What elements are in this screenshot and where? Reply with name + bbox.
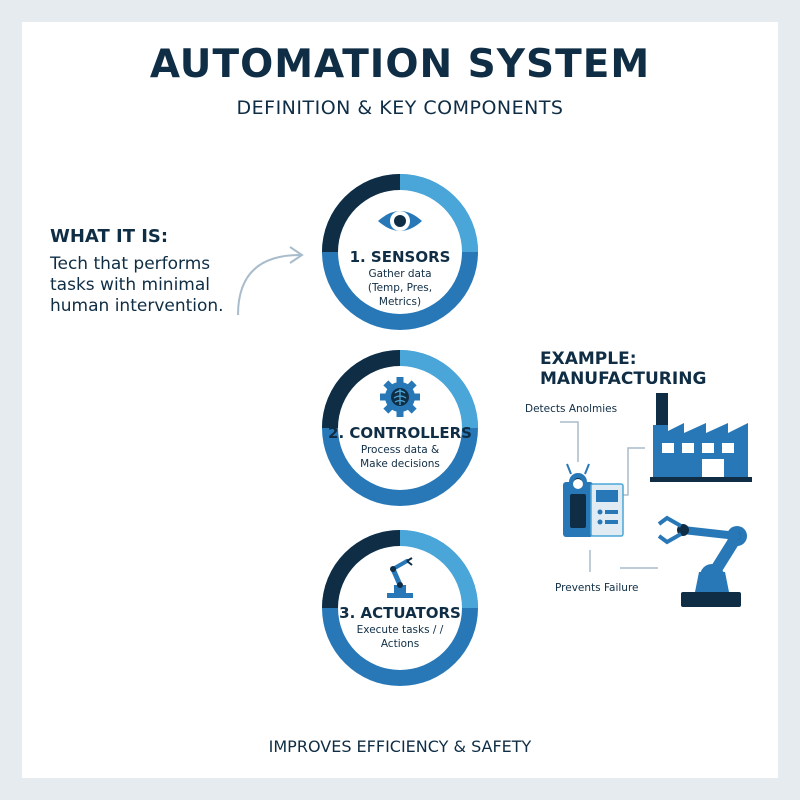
prevents-label: Prevents Failure: [555, 582, 639, 594]
sensors-ring: [322, 174, 478, 330]
actuators-desc: Execute tasks / / Actions: [356, 624, 444, 650]
eye-icon: [378, 211, 422, 231]
connector-lines: [560, 421, 658, 572]
controllers-component: 2. CONTROLLERS Process data & Make decis…: [320, 348, 480, 508]
robot-arm-icon: [387, 557, 413, 598]
sensors-title: 1. SENSORS: [349, 248, 451, 266]
controllers-desc: Process data & Make decisions: [360, 444, 440, 470]
actuators-component: 3. ACTUATORS Execute tasks / / Actions: [320, 528, 480, 688]
page-subtitle: DEFINITION & KEY COMPONENTS: [236, 97, 564, 119]
curved-arrow-icon: [237, 246, 304, 316]
gear-brain-icon: [380, 377, 420, 417]
detects-label: Detects Anolmies: [525, 403, 618, 415]
actuators-ring: [322, 530, 478, 686]
footer-tagline: IMPROVES EFFICIENCY & SAFETY: [268, 737, 532, 756]
controllers-title: 2. CONTROLLERS: [328, 424, 472, 442]
controller-device-icon: [563, 463, 624, 537]
page-title: AUTOMATION SYSTEM: [149, 42, 651, 87]
what-it-is-text: Tech that performs tasks with minimal hu…: [50, 254, 224, 316]
controllers-ring: [322, 350, 478, 506]
robot-arm-machine-icon: [657, 515, 747, 607]
sensors-component: 1. SENSORS Gather data (Temp, Pres, Metr…: [320, 172, 480, 332]
sensors-desc: Gather data (Temp, Pres, Metrics): [367, 268, 433, 308]
actuators-title: 3. ACTUATORS: [339, 604, 461, 622]
factory-icon: [650, 393, 752, 482]
example-title: EXAMPLE: MANUFACTURING: [540, 349, 707, 389]
what-it-is-heading: WHAT IT IS:: [50, 226, 169, 247]
